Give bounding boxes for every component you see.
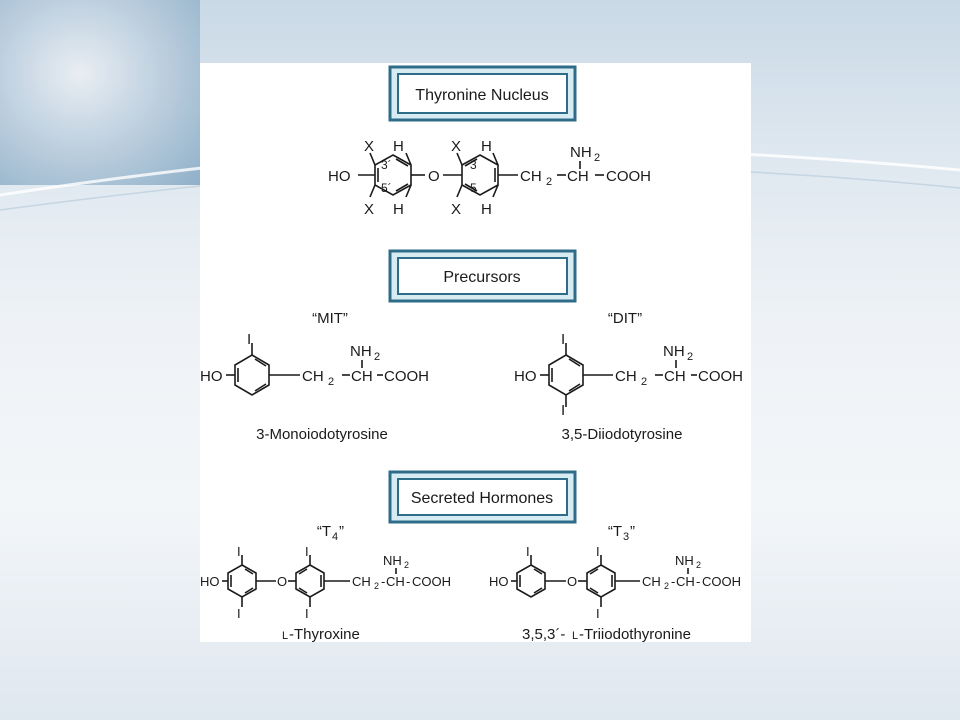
t4-ether-o: O xyxy=(277,574,287,589)
t3-cooh: COOH xyxy=(702,574,741,589)
background-photo xyxy=(0,0,200,185)
t4-dash: - xyxy=(381,574,385,589)
nucleus-x-top-right: X xyxy=(451,138,461,155)
dit-ch2-sub: 2 xyxy=(641,376,647,388)
nucleus-ch: CH xyxy=(567,168,589,185)
t4-ho: HO xyxy=(200,574,220,589)
nucleus-h-bottom-left: H xyxy=(393,201,404,218)
t4-iodine-3: I xyxy=(305,544,309,559)
t4-iodine-2: I xyxy=(237,606,241,621)
dit-iodine-bottom: I xyxy=(561,402,565,419)
t3-nickname-close: ” xyxy=(630,523,635,540)
precursors-title: Precursors xyxy=(443,269,520,286)
dit-cooh: COOH xyxy=(698,368,743,385)
mit-ch2-sub: 2 xyxy=(328,376,334,388)
ring-pos-5prime: 5´ xyxy=(381,181,392,195)
slide-card: Thyronine Nucleus Precursors Secreted Ho… xyxy=(200,63,751,642)
t4-ring-1 xyxy=(227,564,257,598)
t3-dash2: - xyxy=(696,574,700,589)
dit-ho: HO xyxy=(514,368,537,385)
t3-dash: - xyxy=(671,574,675,589)
t4-name-prefix: L xyxy=(282,630,288,642)
mit-nickname: “MIT” xyxy=(312,310,348,327)
nucleus-ether-o: O xyxy=(428,168,440,185)
t3-iodine-1: I xyxy=(526,544,530,559)
t3-name-start: 3,5,3´- xyxy=(522,626,565,642)
t4-nickname-sub: 4 xyxy=(332,531,338,543)
nucleus-h-bottom-right: H xyxy=(481,201,492,218)
t4-iodine-1: I xyxy=(237,544,241,559)
t3-nickname-open: “T xyxy=(608,523,622,540)
mit-ch2: CH xyxy=(302,368,324,385)
t3-ring-2 xyxy=(586,564,616,598)
t4-nh2: NH xyxy=(383,553,402,568)
t3-nh2-sub: 2 xyxy=(696,560,701,570)
dit-nickname: “DIT” xyxy=(608,310,642,327)
t3-ch2-sub: 2 xyxy=(664,581,669,591)
t3-iodine-2: I xyxy=(596,544,600,559)
t3-nickname-sub: 3 xyxy=(623,531,629,543)
dit-ring xyxy=(548,354,584,396)
nucleus-nh2: NH xyxy=(570,144,592,161)
mit-ring xyxy=(234,354,270,396)
t4-nickname-open: “T xyxy=(317,523,331,540)
ring-pos-3: 3 xyxy=(470,158,477,172)
t3-ch: CH xyxy=(676,574,695,589)
mit-ho: HO xyxy=(200,368,223,385)
t3-ho: HO xyxy=(489,574,509,589)
ring-pos-5: 5 xyxy=(470,181,477,195)
nucleus-x-bottom-right: X xyxy=(451,201,461,218)
t3-ring-1 xyxy=(516,564,546,598)
mit-cooh: COOH xyxy=(384,368,429,385)
dit-nh2: NH xyxy=(663,343,685,360)
t3-name-prefix: L xyxy=(572,630,578,642)
t4-nh2-sub: 2 xyxy=(404,560,409,570)
nucleus-h-top-left: H xyxy=(393,138,404,155)
nucleus-x-bottom-left: X xyxy=(364,201,374,218)
nucleus-ho: HO xyxy=(328,168,351,185)
t4-cooh: COOH xyxy=(412,574,451,589)
nucleus-ring-2 xyxy=(461,154,499,196)
t4-iodine-4: I xyxy=(305,606,309,621)
mit-nh2-sub: 2 xyxy=(374,351,380,363)
dit-nh2-sub: 2 xyxy=(687,351,693,363)
t4-ch2-sub: 2 xyxy=(374,581,379,591)
hormones-title: Secreted Hormones xyxy=(411,490,553,507)
dit-iodine-top: I xyxy=(561,331,565,348)
t4-dash2: - xyxy=(406,574,410,589)
mit-nh2: NH xyxy=(350,343,372,360)
nucleus-x-top-left: X xyxy=(364,138,374,155)
t4-ch: CH xyxy=(386,574,405,589)
dit-ch2: CH xyxy=(615,368,637,385)
nucleus-nh2-sub: 2 xyxy=(594,152,600,164)
t3-name: -Triiodothyronine xyxy=(579,626,691,642)
t4-ring-2 xyxy=(295,564,325,598)
nucleus-cooh: COOH xyxy=(606,168,651,185)
mit-iodine: I xyxy=(247,331,251,348)
t4-ch2: CH xyxy=(352,574,371,589)
t4-name: -Thyroxine xyxy=(289,626,360,642)
thyroid-hormone-diagram: Thyronine Nucleus Precursors Secreted Ho… xyxy=(200,65,743,642)
nucleus-ch2-sub: 2 xyxy=(546,176,552,188)
t3-ether-o: O xyxy=(567,574,577,589)
t3-nh2: NH xyxy=(675,553,694,568)
nucleus-title: Thyronine Nucleus xyxy=(415,87,548,104)
mit-ch: CH xyxy=(351,368,373,385)
ring-pos-3prime: 3´ xyxy=(381,158,392,172)
t3-ch2: CH xyxy=(642,574,661,589)
t4-nickname-close: ” xyxy=(339,523,344,540)
t3-iodine-3: I xyxy=(596,606,600,621)
nucleus-ch2: CH xyxy=(520,168,542,185)
dit-ch: CH xyxy=(664,368,686,385)
dit-name: 3,5-Diiodotyrosine xyxy=(562,426,683,443)
nucleus-h-top-right: H xyxy=(481,138,492,155)
mit-name: 3-Monoiodotyrosine xyxy=(256,426,388,443)
